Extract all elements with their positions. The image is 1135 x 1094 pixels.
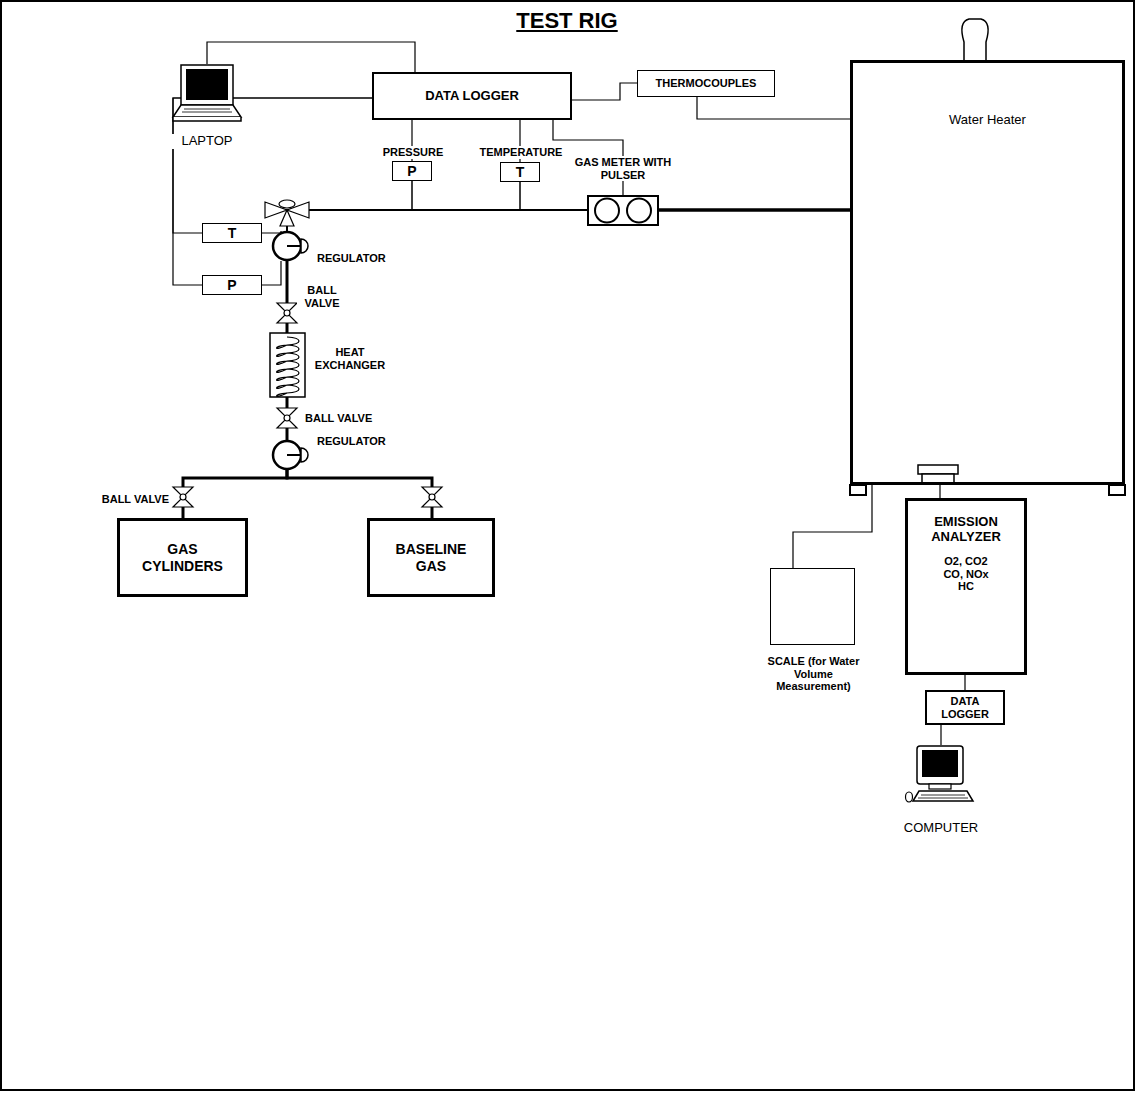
regulator-symbol: REGULATOR <box>272 440 309 470</box>
component-label: BALL VALVE <box>305 412 372 425</box>
gas-supply-box: BASELINE GAS <box>367 518 495 597</box>
ball-valve-symbol-drawing <box>277 408 297 428</box>
gas-pipe <box>287 470 432 518</box>
flue-chimney <box>962 19 988 60</box>
sensor-symbol: T <box>516 164 525 180</box>
emission-analyzer-box: EMISSION ANALYZER O2, CO2 CO, NOx HC <box>905 498 1027 675</box>
temperature-tap <box>519 181 521 210</box>
three-way-valve-handle <box>279 200 295 208</box>
heat-exchanger-drawing <box>270 333 305 397</box>
box-label: BASELINE GAS <box>386 541 476 573</box>
component-label: REGULATOR <box>317 252 386 265</box>
component-label: BALL VALVE <box>297 284 347 309</box>
burner-port <box>922 474 954 483</box>
component-label: BALL VALVE <box>91 493 169 506</box>
computer-icon-drawing <box>905 745 975 803</box>
temperature-sensor: TEMPERATURET <box>500 162 540 182</box>
gas-pipe <box>286 323 289 333</box>
box-label: THERMOCOUPLES <box>656 77 757 90</box>
signal-wire <box>939 485 940 498</box>
ball-valve-symbol-drawing <box>173 487 193 507</box>
ball-valve-ball <box>429 494 435 500</box>
sensor-heading: TEMPERATURE <box>465 146 577 159</box>
gas-pipe <box>287 210 588 231</box>
burner-port <box>918 465 958 474</box>
gas-list: O2, CO2 CO, NOx HC <box>935 555 997 593</box>
box-label: GAS CYLINDERS <box>138 541 228 573</box>
ball-valve-symbol <box>422 487 442 507</box>
ball-valve-symbol: BALL VALVE <box>277 408 297 428</box>
pressure-sensor: PRESSUREP <box>392 161 432 181</box>
box-label: Water Heater <box>949 113 1026 128</box>
gas-pipe <box>183 470 287 487</box>
regulator-symbol-drawing <box>272 440 309 470</box>
signal-wire <box>173 98 372 233</box>
gas-pipe <box>658 208 850 212</box>
signal-wire <box>572 83 637 100</box>
data-logger-box: DATA LOGGER <box>372 72 572 120</box>
ball-valve-body <box>422 487 442 507</box>
three-way-valve <box>265 200 309 226</box>
component-label: SCALE (for Water Volume Measurement) <box>757 655 870 693</box>
device-label: COMPUTER <box>893 821 989 836</box>
meter-label: GAS METER WITH PULSER <box>573 156 673 181</box>
signal-wire <box>262 261 281 285</box>
box-heading: EMISSION ANALYZER <box>916 515 1016 545</box>
gas-pipe <box>286 428 289 440</box>
temperature-sensor: T <box>202 223 262 243</box>
gas-pipe <box>286 261 289 303</box>
gas-meter-drawing <box>588 196 658 225</box>
sensor-symbol: T <box>228 225 237 241</box>
sensor-symbol: P <box>227 277 236 293</box>
heat-exchanger: HEAT EXCHANGER <box>270 333 305 397</box>
thermocouple-box: THERMOCOUPLES <box>637 70 775 97</box>
sensor-symbol: P <box>407 163 416 179</box>
component-label: REGULATOR <box>317 435 386 448</box>
component-label: HEAT EXCHANGER <box>310 346 390 371</box>
heater-leg <box>850 485 866 495</box>
signal-wire <box>262 231 281 233</box>
pressure-sensor: P <box>202 275 262 295</box>
computer-icon: COMPUTER <box>905 745 975 803</box>
ball-valve-symbol-drawing <box>277 303 297 323</box>
signal-wire <box>793 485 872 568</box>
box-label: DATA LOGGER <box>425 89 519 104</box>
signal-wire <box>697 97 850 119</box>
data-logger-box: DATA LOGGER <box>925 690 1005 725</box>
ball-valve-symbol: BALL VALVE <box>173 487 193 507</box>
heater-leg <box>1109 485 1125 495</box>
gas-cylinder-box: GAS CYLINDERS <box>117 518 248 597</box>
gas-meter: GAS METER WITH PULSER <box>588 196 658 225</box>
water-heater-tank: Water Heater <box>850 60 1125 485</box>
diagram-title: TEST RIG <box>516 8 617 34</box>
regulator-symbol-drawing <box>272 231 309 261</box>
box-label: DATA LOGGER <box>935 695 995 720</box>
sensor-heading: PRESSURE <box>363 146 463 159</box>
laptop-icon-drawing <box>172 64 242 122</box>
signal-wire <box>964 675 965 690</box>
pressure-tap <box>411 180 413 210</box>
regulator-symbol: REGULATOR <box>272 231 309 261</box>
device-label: LAPTOP <box>162 134 252 149</box>
gas-pipe <box>286 397 289 408</box>
gas-pipe <box>182 507 185 518</box>
scale-box: SCALE (for Water Volume Measurement) <box>770 568 855 645</box>
laptop-icon: LAPTOP <box>172 64 242 122</box>
ball-valve-symbol: BALL VALVE <box>277 303 297 323</box>
signal-wire <box>940 725 941 745</box>
signal-wire <box>207 42 415 72</box>
